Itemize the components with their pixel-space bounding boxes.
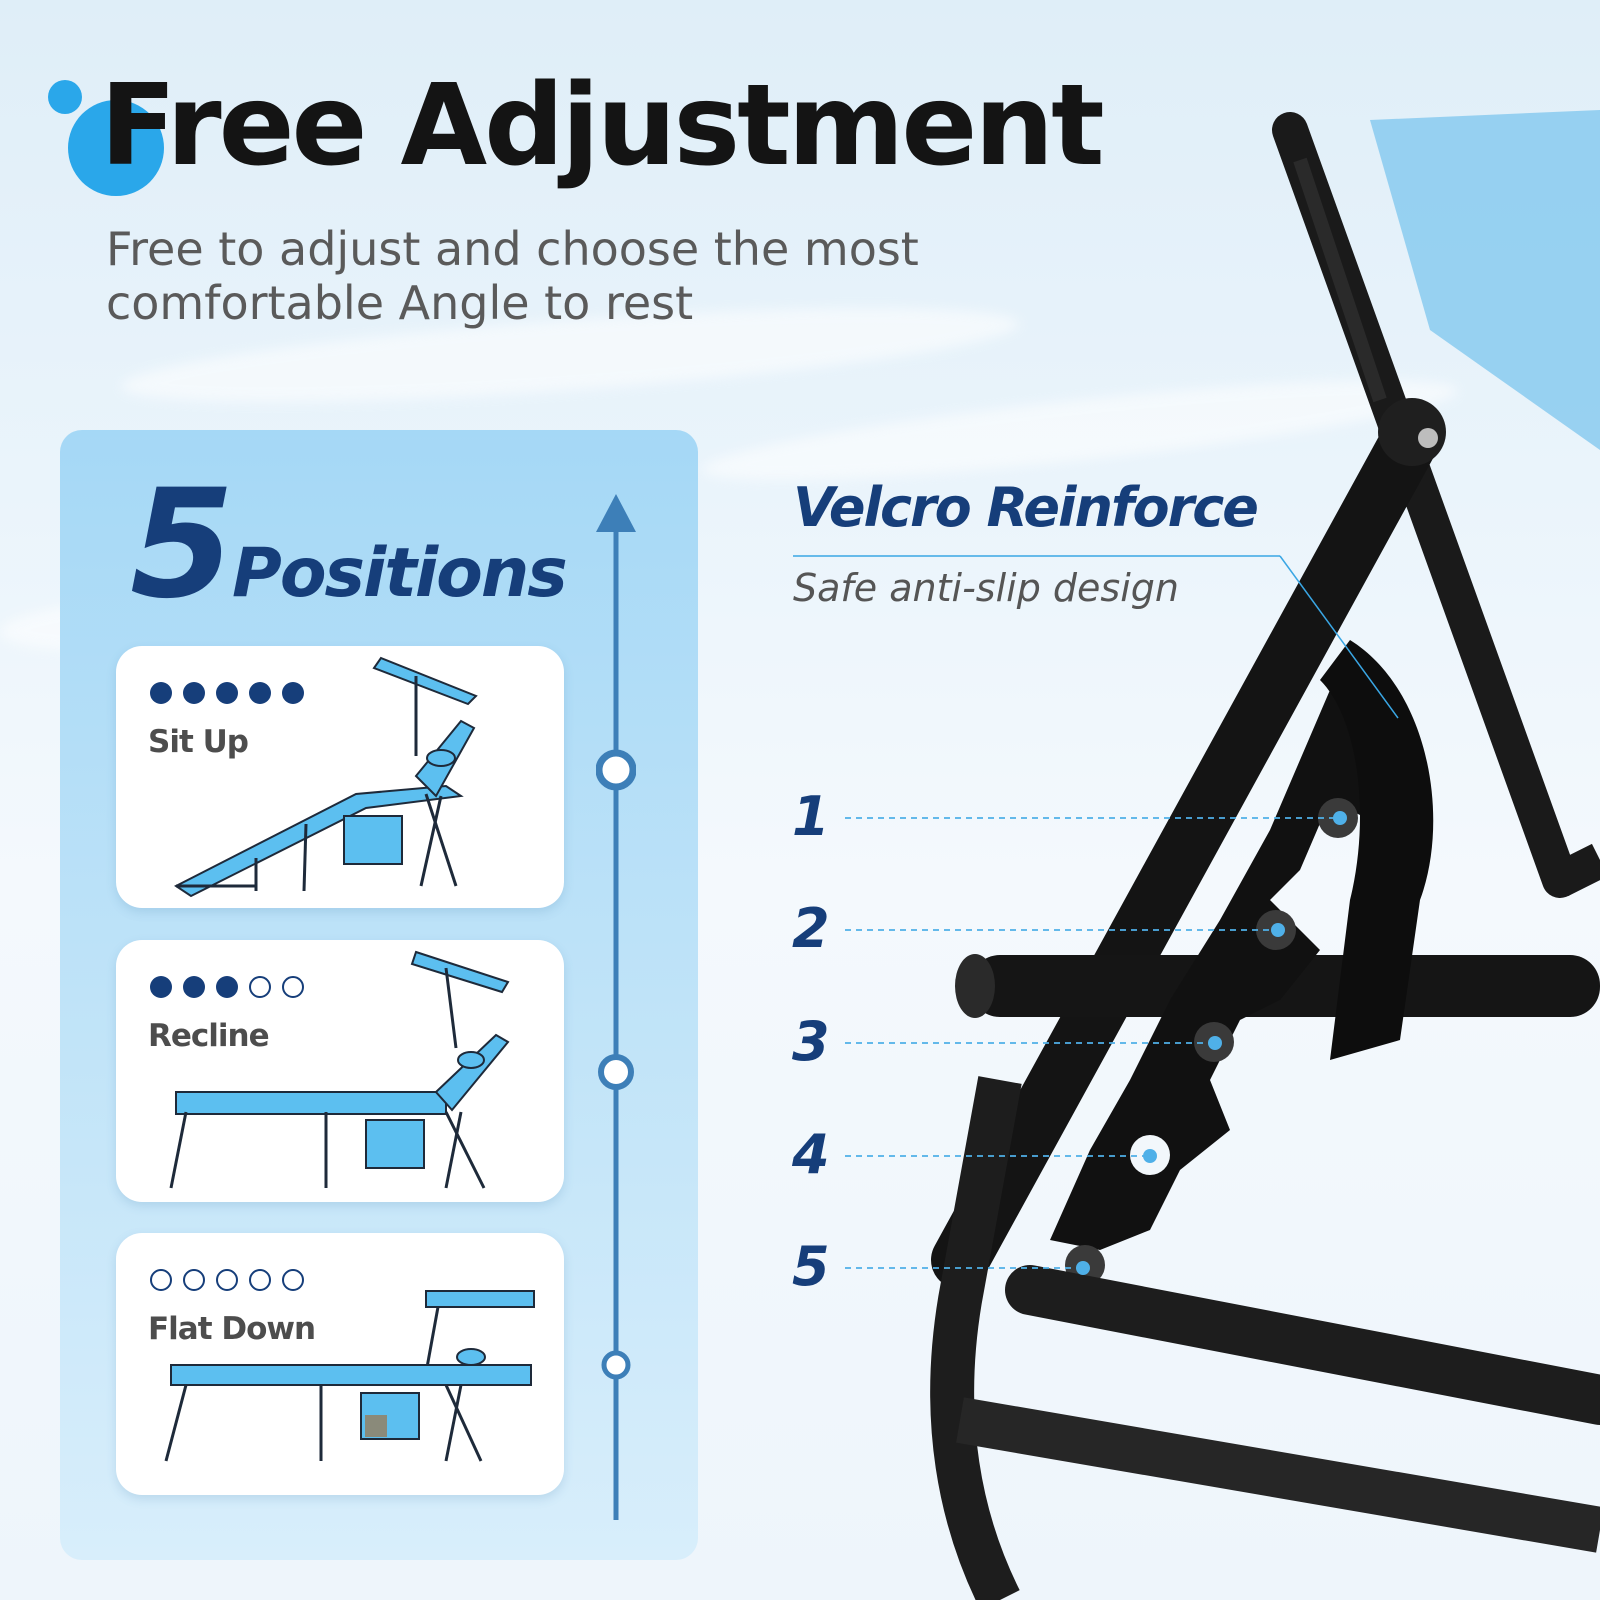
page-subtitle: Free to adjust and choose the most comfo… [106,222,919,330]
positions-count: 5 [130,458,235,632]
position-card-sit-up: Sit Up [116,646,564,908]
decorative-dot-small [48,80,82,114]
positions-label: Positions [232,534,568,613]
adjustment-arrow-axis [596,494,636,1520]
position-level-dots [150,976,304,998]
level-dot-filled [216,682,238,704]
position-card-flat-down: Flat Down [116,1233,564,1495]
level-dot-empty [249,976,271,998]
level-dot-filled [216,976,238,998]
level-dot-empty [183,1269,205,1291]
level-dot-filled [150,976,172,998]
level-dot-empty [282,976,304,998]
position-level-dots [150,682,304,704]
level-dot-filled [249,682,271,704]
position-label: Sit Up [148,724,249,760]
page-title: Free Adjustment [100,61,1105,191]
velcro-title: Velcro Reinforce [793,476,1259,539]
level-dot-filled [150,682,172,704]
lounger-recline-icon [169,950,510,1189]
lounger-flat-down-icon [164,1290,535,1462]
level-dot-filled [282,682,304,704]
slot-number-1: 1 [792,785,830,848]
level-dot-filled [183,682,205,704]
level-dot-empty [282,1269,304,1291]
level-dot-empty [216,1269,238,1291]
level-dot-empty [150,1269,172,1291]
slot-number-5: 5 [792,1235,830,1298]
level-dot-filled [183,976,205,998]
decorative-dot-large [68,100,164,196]
position-label: Recline [148,1018,270,1054]
level-dot-empty [249,1269,271,1291]
lounger-sit-up-icon [174,656,478,898]
position-level-dots [150,1269,304,1291]
slot-number-2: 2 [792,897,830,960]
slot-number-3: 3 [792,1010,830,1073]
position-label: Flat Down [148,1311,316,1347]
slot-number-4: 4 [792,1123,830,1186]
position-card-recline: Recline [116,940,564,1202]
velcro-subtitle: Safe anti-slip design [793,566,1179,610]
